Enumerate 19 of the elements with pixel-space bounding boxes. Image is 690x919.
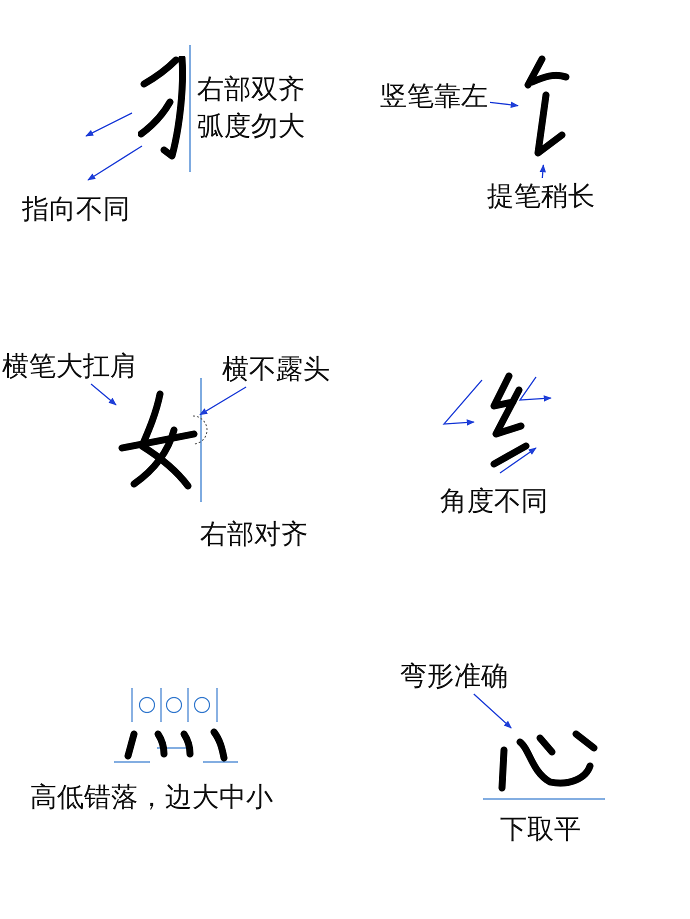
caption-text: 角度不同 — [440, 485, 548, 517]
callout-text: 提笔稍长 — [487, 180, 595, 212]
leader-arrow — [473, 694, 512, 729]
callout-text: 横笔大扛肩 — [2, 350, 137, 382]
caption-text: 下取平 — [500, 813, 581, 845]
callout-text: 横不露头 — [222, 353, 330, 385]
callout-text: 竖笔靠左 — [380, 80, 488, 112]
brush-character-drawing — [118, 390, 198, 490]
leader-arrow — [540, 164, 546, 178]
leader-arrow — [90, 384, 117, 406]
brush-character-drawing — [138, 56, 188, 162]
caption-text: 高低错落，边大中小 — [30, 781, 273, 813]
leader-arrow — [490, 102, 519, 108]
leader-arrow — [199, 386, 246, 416]
caption-text: 右部双齐 — [197, 73, 305, 105]
caption-text: 弧度勿大 — [197, 110, 305, 142]
caption-text: 指向不同 — [22, 193, 130, 225]
caption-text: 右部对齐 — [200, 518, 308, 550]
callout-text: 弯形准确 — [400, 660, 508, 692]
